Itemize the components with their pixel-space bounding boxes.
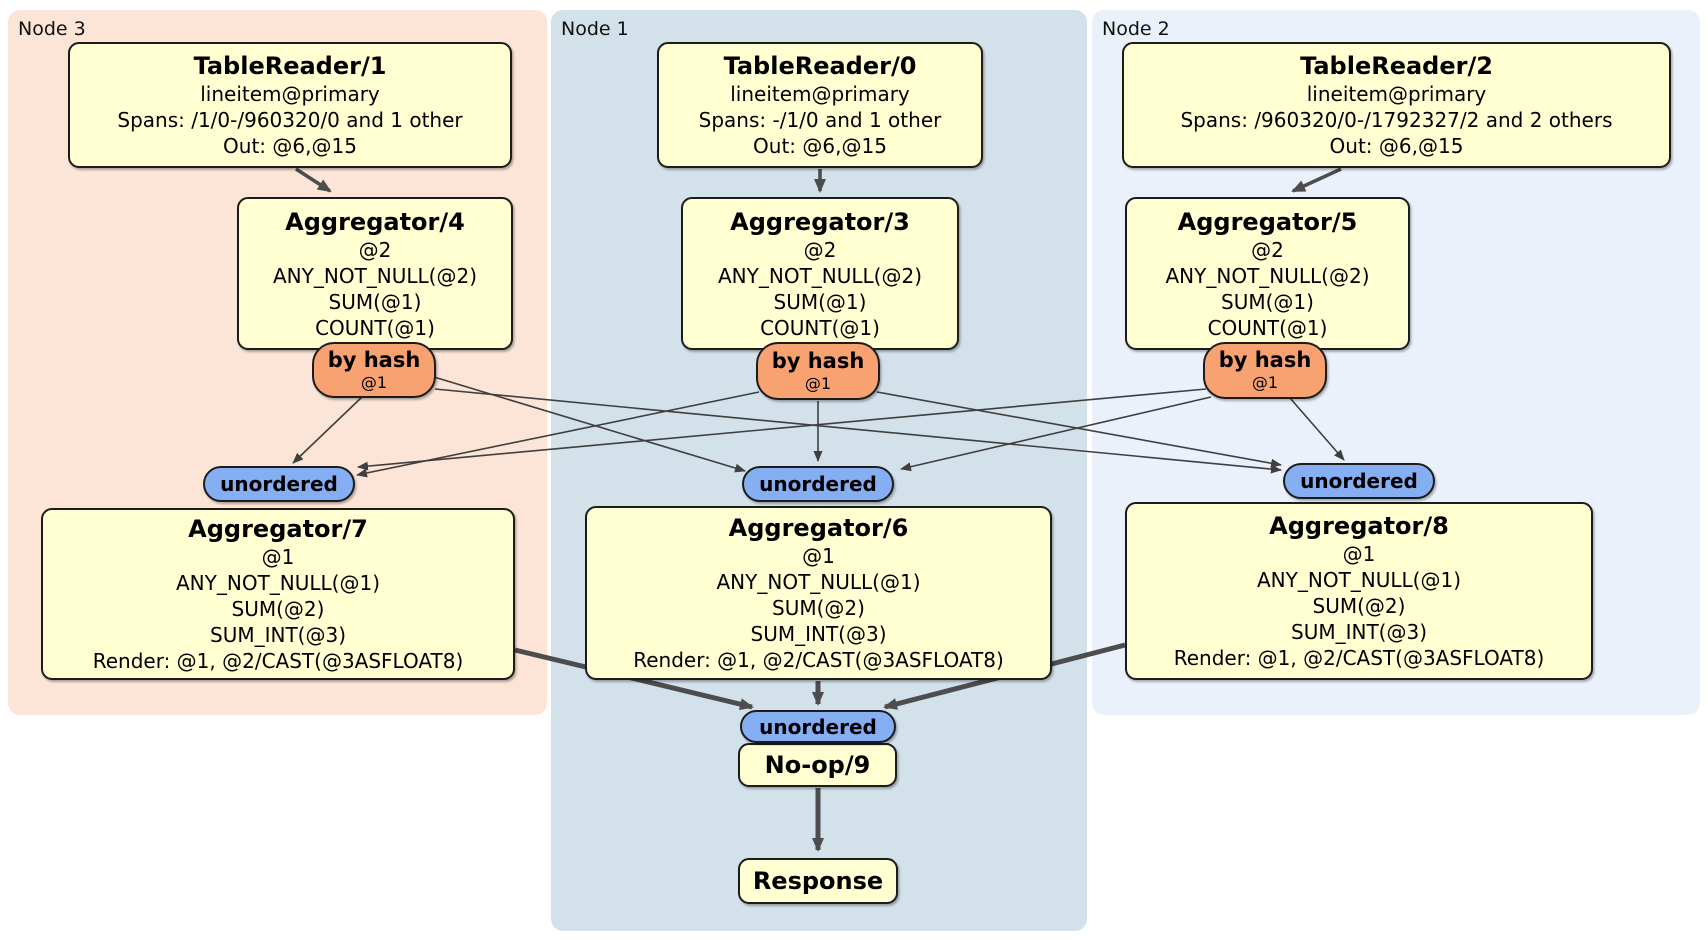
processor-detail: @2 [1251, 237, 1284, 262]
edge-byhash1-unordered2 [876, 391, 1282, 468]
router-key: @1 [1251, 373, 1279, 392]
region-label: Node 1 [561, 18, 629, 40]
router-key: @1 [360, 372, 388, 392]
edge-tr1-agg4 [295, 167, 332, 193]
processor-detail: SUM_INT(@3) [750, 622, 887, 646]
region-label: Node 2 [1102, 18, 1170, 40]
processor-title: Aggregator/6 [728, 514, 909, 542]
processor-detail: COUNT(@1) [1207, 315, 1328, 340]
processor-detail: @2 [803, 237, 837, 262]
processor-detail: SUM(@1) [773, 289, 867, 314]
processor-detail: SUM(@1) [328, 289, 422, 314]
processor-detail: ANY_NOT_NULL(@1) [1257, 568, 1461, 592]
router-label: by hash [1218, 348, 1312, 372]
processor-detail: Render: @1, @2/CAST(@3ASFLOAT8) [92, 649, 464, 673]
stream-label: unordered [220, 472, 338, 496]
processor-aggregator-6: Aggregator/6 @1 ANY_NOT_NULL(@1) SUM(@2)… [585, 506, 1052, 680]
processor-detail: @2 [358, 237, 392, 262]
processor-detail: lineitem@primary [730, 82, 910, 106]
processor-detail: @1 [261, 545, 295, 569]
processor-detail: ANY_NOT_NULL(@2) [1165, 263, 1370, 288]
router-by-hash-node2: by hash @1 [1203, 342, 1327, 399]
processor-detail: SUM_INT(@3) [210, 623, 346, 647]
processor-detail: ANY_NOT_NULL(@2) [273, 263, 477, 288]
processor-detail: Out: @6,@15 [223, 134, 357, 158]
processor-detail: Render: @1, @2/CAST(@3ASFLOAT8) [1173, 646, 1545, 670]
router-label: by hash [327, 347, 421, 372]
processor-aggregator-4: Aggregator/4 @2 ANY_NOT_NULL(@2) SUM(@1)… [237, 197, 513, 350]
processor-title: Aggregator/3 [730, 207, 910, 236]
processor-title: Aggregator/8 [1269, 512, 1449, 540]
processor-detail: Render: @1, @2/CAST(@3ASFLOAT8) [633, 648, 1004, 672]
processor-detail: SUM_INT(@3) [1291, 620, 1427, 644]
edge-byhash2-unordered1 [900, 396, 1212, 472]
edge-byhash2-unordered3 [357, 388, 1207, 471]
processor-detail: COUNT(@1) [315, 315, 435, 340]
router-label: by hash [771, 348, 865, 373]
processor-detail: lineitem@primary [1306, 82, 1487, 106]
processor-noop-9: No-op/9 [738, 743, 897, 787]
processor-title: Aggregator/5 [1177, 207, 1358, 236]
stream-unordered-final: unordered [740, 710, 896, 743]
router-by-hash-node3: by hash @1 [312, 342, 436, 398]
stream-unordered-node2: unordered [1283, 463, 1435, 499]
edge-byhash1-unordered3 [356, 391, 760, 478]
stream-label: unordered [759, 714, 877, 739]
processor-title: No-op/9 [764, 751, 871, 779]
processor-detail: lineitem@primary [200, 82, 380, 106]
router-by-hash-node1: by hash @1 [756, 342, 880, 400]
edge-byhash3-unordered1 [433, 376, 746, 473]
processor-detail: SUM(@2) [1312, 594, 1406, 618]
processor-aggregator-8: Aggregator/8 @1 ANY_NOT_NULL(@1) SUM(@2)… [1125, 502, 1593, 680]
processor-title: Aggregator/4 [285, 207, 465, 236]
processor-detail: ANY_NOT_NULL(@2) [718, 263, 922, 288]
processor-detail: ANY_NOT_NULL(@1) [176, 571, 380, 595]
processor-response: Response [738, 858, 898, 904]
processor-detail: SUM(@2) [772, 596, 865, 620]
processor-detail: Spans: -/1/0 and 1 other [698, 108, 942, 132]
processor-title: Aggregator/7 [188, 515, 368, 543]
region-label: Node 3 [18, 18, 86, 40]
processor-title: Response [752, 867, 884, 895]
stream-label: unordered [759, 472, 877, 496]
processor-detail: SUM(@1) [1221, 289, 1314, 314]
processor-detail: ANY_NOT_NULL(@1) [716, 570, 921, 594]
processor-detail: SUM(@2) [231, 597, 325, 621]
processor-aggregator-7: Aggregator/7 @1 ANY_NOT_NULL(@1) SUM(@2)… [41, 508, 515, 680]
processor-detail: COUNT(@1) [760, 315, 880, 340]
stream-unordered-node3: unordered [203, 466, 355, 502]
processor-detail: @1 [1342, 542, 1376, 566]
processor-detail: Spans: /960320/0-/1792327/2 and 2 others [1180, 108, 1613, 132]
processor-tablereader-1: TableReader/1 lineitem@primary Spans: /1… [68, 42, 512, 168]
stream-unordered-node1: unordered [742, 466, 894, 502]
processor-tablereader-2: TableReader/2 lineitem@primary Spans: /9… [1122, 42, 1671, 168]
processor-title: TableReader/2 [1300, 52, 1493, 80]
router-key: @1 [804, 373, 832, 393]
edge-tr2-agg5 [1291, 167, 1342, 193]
processor-detail: Spans: /1/0-/960320/0 and 1 other [117, 108, 463, 132]
processor-title: TableReader/1 [193, 52, 387, 80]
processor-aggregator-3: Aggregator/3 @2 ANY_NOT_NULL(@2) SUM(@1)… [681, 197, 959, 350]
processor-detail: @1 [802, 544, 835, 568]
processor-detail: Out: @6,@15 [1329, 134, 1464, 158]
processor-title: TableReader/0 [723, 52, 917, 80]
processor-tablereader-0: TableReader/0 lineitem@primary Spans: -/… [657, 42, 983, 168]
edge-byhash2-unordered2 [1289, 397, 1345, 461]
stream-label: unordered [1300, 469, 1418, 493]
edge-byhash3-unordered2 [434, 388, 1282, 474]
processor-aggregator-5: Aggregator/5 @2 ANY_NOT_NULL(@2) SUM(@1)… [1125, 197, 1410, 350]
edge-byhash3-unordered3 [292, 396, 363, 464]
processor-detail: Out: @6,@15 [753, 134, 887, 158]
